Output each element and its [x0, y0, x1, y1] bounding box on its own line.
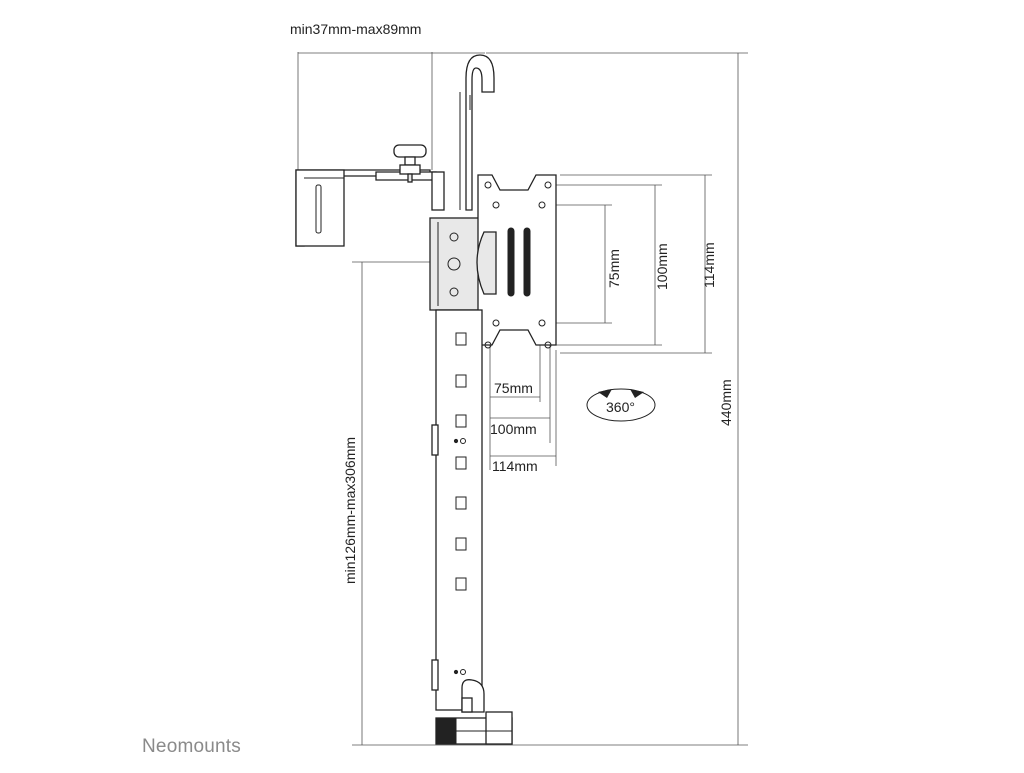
clamp-range-label: min37mm-max89mm: [290, 21, 421, 37]
brand-logo: Neomounts: [142, 736, 241, 757]
height-range-label: min126mm-max306mm: [342, 437, 358, 584]
vesa-horizontal-75-label: 75mm: [494, 380, 533, 396]
vesa-horizontal-114-label: 114mm: [492, 458, 538, 474]
vesa-vertical-100-label: 100mm: [654, 243, 670, 290]
dimension-lines: [297, 52, 748, 746]
mount-drawing: [295, 54, 557, 745]
rotation-label: 360°: [606, 399, 635, 415]
rotation-arrows-icon: [586, 388, 656, 422]
total-height-label: 440mm: [718, 379, 734, 426]
vesa-horizontal-100-label: 100mm: [490, 421, 537, 437]
vesa-vertical-114-label: 114mm: [701, 242, 717, 288]
vesa-vertical-75-label: 75mm: [606, 249, 622, 288]
